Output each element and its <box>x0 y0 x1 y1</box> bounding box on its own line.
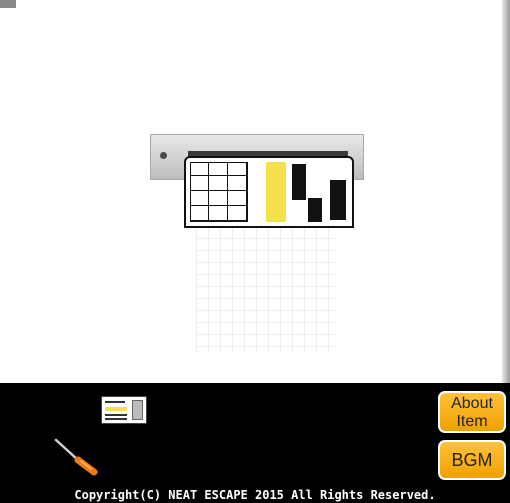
scene-corner-marker <box>0 0 16 8</box>
card-icon-highlight <box>105 407 127 411</box>
card-highlight-strip <box>266 162 286 222</box>
id-card-icon[interactable] <box>101 396 147 424</box>
bgm-button[interactable]: BGM <box>438 440 506 480</box>
card-info-grid <box>190 162 248 222</box>
scene-right-edge <box>502 0 510 383</box>
card-icon-line <box>105 418 127 420</box>
card-icon-line <box>105 401 125 403</box>
inventory-bar <box>0 383 510 503</box>
about-item-label-line1: About <box>451 395 493 412</box>
game-scene[interactable] <box>0 0 510 383</box>
screwdriver-icon[interactable] <box>52 436 100 476</box>
about-item-label-line2: Item <box>456 413 488 430</box>
card-number-band <box>292 164 306 200</box>
copyright-text: Copyright(C) NEAT ESCAPE 2015 All Rights… <box>74 488 436 502</box>
inserted-id-card[interactable] <box>184 156 354 228</box>
card-icon-line <box>105 414 127 416</box>
card-icon-photo <box>132 400 143 420</box>
card-name-band <box>330 180 346 220</box>
about-item-button[interactable]: About Item <box>438 391 506 433</box>
bgm-button-label: BGM <box>451 450 493 470</box>
slot-screw-hole[interactable] <box>160 152 167 159</box>
card-title-band <box>308 198 322 222</box>
card-reflection-grid <box>196 226 338 352</box>
